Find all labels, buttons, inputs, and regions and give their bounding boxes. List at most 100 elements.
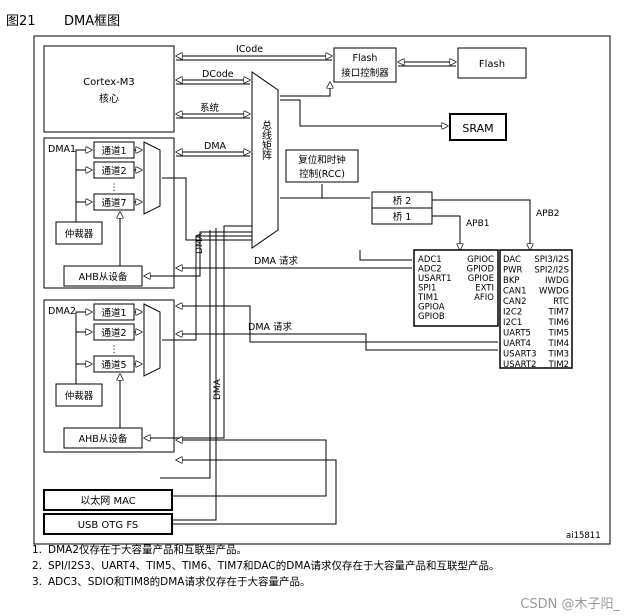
dma-routing-lines [144,177,252,521]
apb1-periph-tim1: TIM1 [417,293,438,303]
apb1-periph-spi1: SPI1 [418,284,436,294]
dma2-title: DMA2 [48,306,76,317]
apb1-periph-gpioa: GPIOA [418,303,445,313]
footnote-2: 2.SPI/I2S3、UART4、TIM5、TIM6、TIM7和DAC的DMA请… [32,560,500,572]
figure-number: 图21 [6,14,36,29]
apb1-periph-usart1: USART1 [418,274,451,284]
dma-vertical-label-2: DMA [213,378,223,400]
dma2-channel-1-label: 通道1 [101,307,126,319]
bus-matrix-label: 总线矩阵 [260,119,272,161]
apb1-label: APB1 [466,219,489,229]
apb1-periph-gpioc: GPIOC [467,255,494,265]
footnotes: 1.DMA2仅存在于大容量产品和互联型产品。 2.SPI/I2S3、UART4、… [32,542,622,590]
apb2-periph-iwdg: IWDG [545,276,569,286]
dma1-arbiter-label: 仲裁器 [65,228,94,240]
rcc-label-2: 控制(RCC) [299,168,345,180]
apb2-periph-pwr: PWR [503,266,523,276]
apb2-periph-wwdg: WWDG [539,287,569,297]
apb2-periph-i2c2: I2C2 [503,308,522,318]
apb2-right-list: SPI3/I2SSPI2/I2SIWDGWWDGRTCTIM7TIM6TIM5T… [534,255,569,370]
dma1-title: DMA1 [48,144,76,155]
apb1-periph-gpiob: GPIOB [418,312,445,322]
apb2-periph-rtc: RTC [553,297,569,307]
apb1-periph-adc1: ADC1 [418,255,442,265]
ethernet-mac-block [43,489,173,511]
apb1-periph-gpiod: GPIOD [467,265,495,275]
dma-request-lines [176,250,498,351]
footnote-1: 1.DMA2仅存在于大容量产品和互联型产品。 [32,544,248,556]
dma1-channel-ellipsis: ⋮ [110,183,119,193]
bridge-1-label: 桥 1 [393,211,412,223]
apb1-peripherals-block [413,249,499,327]
dma1-channel-1-label: 通道1 [101,145,126,157]
apb2-left-list: DACPWRBKPCAN1CAN2I2C2I2C1UART5UART4USART… [503,255,536,370]
bridge-2-label: 桥 2 [393,195,412,207]
cortex-label-2: 核心 [99,92,119,105]
apb1-periph-afio: AFIO [474,293,494,303]
flash-block [457,47,527,79]
watermark: CSDN @木子阳_ [520,597,620,612]
dma2-channel-ellipsis: ⋮ [110,345,119,355]
dma1-ahb-slave [63,265,143,287]
apb2-periph-tim4: TIM4 [548,339,569,349]
apb2-periph-usart3: USART3 [503,350,536,360]
icode-label: ICode [236,44,263,55]
apb2-periph-spi2-i2s: SPI2/I2S [534,266,569,276]
sram-label: SRAM [462,122,493,135]
peripheral-dma-lines [172,440,337,525]
flash-ctrl-label-2: 接口控制器 [341,67,389,79]
apb1-periph-gpioe: GPIOE [468,274,494,284]
dma1-internal-lines [75,150,142,266]
apb2-periph-spi3-i2s: SPI3/I2S [534,255,569,265]
apb2-periph-tim2: TIM2 [548,360,569,370]
apb1-periph-exti: EXTI [475,284,494,294]
dma2-ahb-slave-label: AHB从设备 [79,433,128,445]
apb2-periph-i2c1: I2C1 [503,318,522,328]
apb2-peripherals-block [499,249,573,369]
bus-lines [176,56,530,250]
apb2-periph-dac: DAC [503,255,521,265]
dma2-arbiter [55,383,103,407]
apb2-periph-tim3: TIM3 [548,350,569,360]
dma1-mux [143,141,161,215]
dma-request-label-1: DMA 请求 [254,255,299,267]
dma1-arbiter [55,221,103,245]
apb1-periph-adc2: ADC2 [418,265,442,275]
figure-title: 图21 DMA框图 [6,10,120,29]
apb2-periph-can2: CAN2 [503,297,527,307]
apb2-periph-usart2: USART2 [503,360,536,370]
system-bus-label: 系统 [200,102,220,114]
rcc-block [285,149,359,183]
sram-block [449,113,507,141]
apb2-periph-tim5: TIM5 [548,329,569,339]
dma-bus-label: DMA [204,141,227,152]
apb2-periph-uart5: UART5 [503,329,531,339]
rcc-label-1: 复位和时钟 [298,154,346,166]
dma1-ahb-slave-label: AHB从设备 [79,271,128,283]
apb2-periph-tim6: TIM6 [548,318,569,328]
dma2-ahb-slave [63,427,143,449]
dcode-label: DCode [202,69,234,80]
dma2-internal-lines [75,312,142,428]
apb2-periph-tim7: TIM7 [548,308,569,318]
apb2-periph-uart4: UART4 [503,339,531,349]
dma2-channel-2-label: 通道2 [101,327,126,339]
dma-vertical-label-1: DMA [195,232,205,254]
cortex-m3-block [43,45,175,133]
dma1-channel-7-label: 通道7 [101,197,126,209]
bus-matrix [251,71,279,249]
dma2-arbiter-label: 仲裁器 [65,390,94,402]
flash-ctrl-label-1: Flash [353,53,378,64]
apb2-label: APB2 [536,209,559,219]
diagram-frame [33,35,611,545]
dma1-channel-2-label: 通道2 [101,165,126,177]
usb-otg-label: USB OTG FS [78,520,139,531]
figure-caption: DMA框图 [64,14,121,29]
footnote-3: 3.ADC3、SDIO和TIM8的DMA请求仅存在于大容量产品。 [32,576,311,588]
apb2-periph-can1: CAN1 [503,287,527,297]
dma2-mux [143,303,161,377]
flash-controller-block [333,47,397,83]
